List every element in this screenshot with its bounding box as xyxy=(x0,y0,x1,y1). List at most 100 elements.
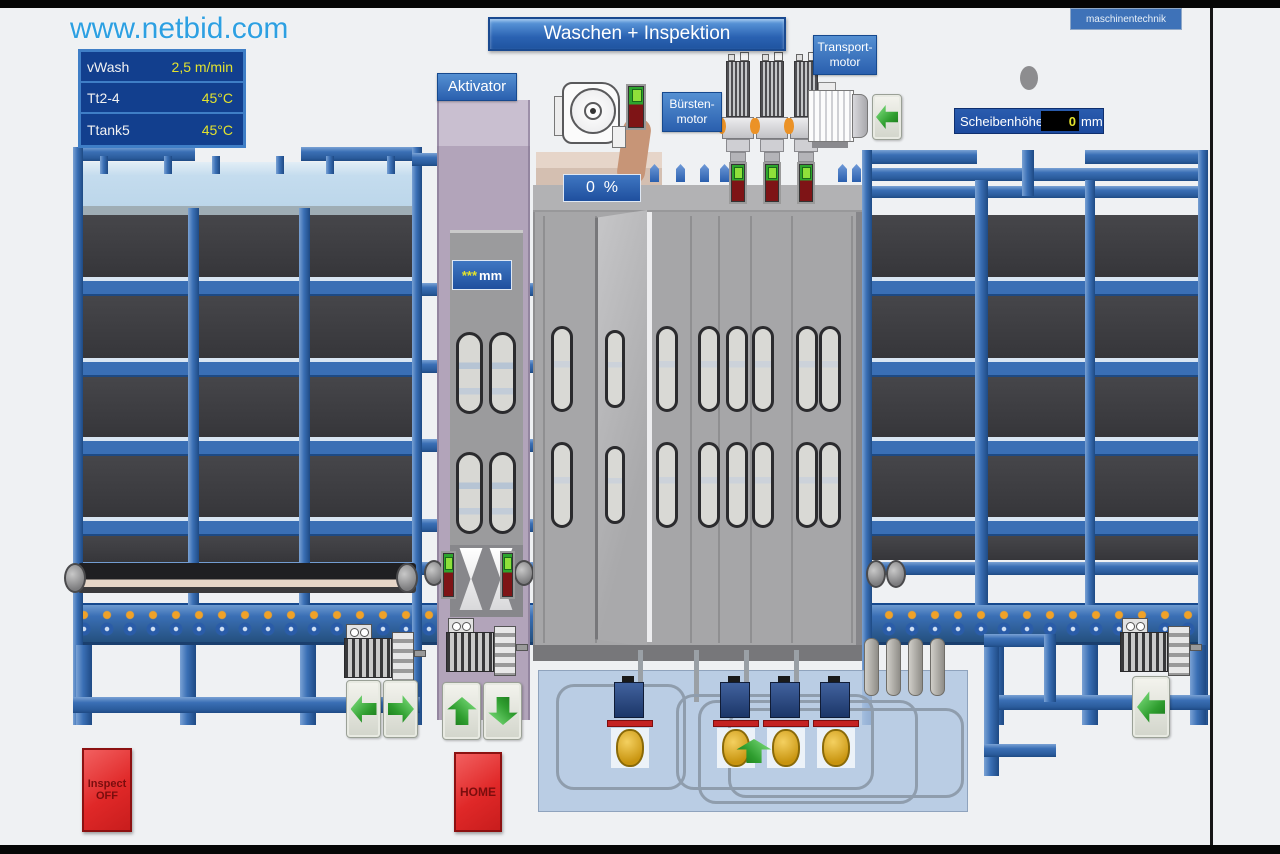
pump-cap xyxy=(778,676,790,683)
rack-top-beam xyxy=(78,147,195,161)
glass-panel-row xyxy=(83,536,412,562)
button-line: HOME xyxy=(460,785,496,799)
scheibenhoehe-value-box[interactable]: 0 xyxy=(1041,111,1079,131)
rack-stub xyxy=(100,156,108,174)
inspection-window xyxy=(796,442,818,528)
pump-cap xyxy=(622,676,634,683)
pump-mount xyxy=(813,720,859,727)
label-line: motor xyxy=(829,55,861,69)
door-gap xyxy=(647,212,652,642)
motor-body xyxy=(446,632,494,672)
arrow-up-icon xyxy=(446,697,478,725)
support-frame xyxy=(984,634,999,776)
transport-motor-icon xyxy=(808,82,870,148)
inspection-window xyxy=(726,326,748,412)
inspection-window xyxy=(726,442,748,528)
panel-seam xyxy=(791,216,793,643)
glass-panel-row xyxy=(83,215,412,277)
outlet-tube xyxy=(908,638,923,696)
vendor-badge-text: maschinentechnik xyxy=(1085,13,1167,25)
glass-panel-row xyxy=(83,456,412,517)
arrow-left-icon xyxy=(350,695,377,723)
glass-panel-row xyxy=(83,377,412,437)
pump-icon xyxy=(606,676,654,768)
activator-up-button[interactable] xyxy=(442,682,481,740)
inspect-off-button[interactable]: Inspect OFF xyxy=(82,748,132,832)
activator-label: Aktivator xyxy=(437,73,517,101)
rack-leg xyxy=(300,645,316,725)
motor-end-cap xyxy=(852,94,868,138)
rack-leg xyxy=(76,645,92,725)
motor-shaft xyxy=(1190,644,1202,651)
motor-gearbox xyxy=(494,626,516,676)
rack-leg xyxy=(1082,645,1098,725)
motor-stem xyxy=(798,152,814,162)
activator-down-button[interactable] xyxy=(483,682,522,740)
screen-edge-line xyxy=(1210,8,1213,845)
gap-rail xyxy=(412,153,437,166)
brush-motor-icon xyxy=(718,52,758,204)
outlet-tube xyxy=(886,638,901,696)
motor-cap xyxy=(774,52,783,61)
guide-roller xyxy=(514,560,534,586)
rack-shelf-beam xyxy=(83,277,412,296)
blower-outlet xyxy=(612,126,626,148)
spray-valve-icon xyxy=(852,164,861,182)
rack-top-beam xyxy=(1085,150,1208,164)
rack-shelf-beam xyxy=(872,358,1198,377)
panel-seam xyxy=(718,216,720,643)
rack-stub xyxy=(212,156,220,174)
pump-mount xyxy=(763,720,809,727)
home-button[interactable]: HOME xyxy=(454,752,502,832)
motor-terminal-box xyxy=(448,618,474,633)
jog-right-button[interactable] xyxy=(383,680,418,738)
motor-cap xyxy=(740,52,749,61)
rack-rail xyxy=(862,168,1208,181)
motor-cap xyxy=(796,54,803,61)
button-line: Inspect xyxy=(87,778,127,790)
rack-post xyxy=(862,150,872,725)
motor-collar xyxy=(726,139,750,152)
drain-tube xyxy=(694,650,699,702)
bearing-icon xyxy=(752,118,760,134)
status-lamp xyxy=(763,162,781,204)
rack-shelf-beam xyxy=(872,437,1198,456)
pump-cap xyxy=(728,676,740,683)
panel-seam xyxy=(543,216,545,643)
inspection-window xyxy=(605,330,625,408)
inspection-window xyxy=(551,326,573,412)
inspection-window xyxy=(551,442,573,528)
pump-housing xyxy=(616,729,644,767)
motor-gearbox xyxy=(392,632,414,682)
inspection-window xyxy=(752,442,774,528)
rack-post xyxy=(412,147,422,725)
blower-icon xyxy=(554,80,628,152)
blower-speed-value: 0 % xyxy=(585,179,618,196)
transport-jog-button[interactable] xyxy=(872,94,902,140)
page-title: Waschen + Inspektion xyxy=(488,17,786,51)
param-label: Ttank5 xyxy=(87,121,130,138)
activator-gap-display[interactable]: *** mm xyxy=(452,260,512,290)
outlet-tube xyxy=(930,638,945,696)
inspection-window xyxy=(796,326,818,412)
panel-seam xyxy=(750,216,752,643)
rack-shelf-beam xyxy=(872,517,1198,536)
param-value: 2,5 m/min xyxy=(171,58,233,75)
glass-panel-row xyxy=(872,456,1198,517)
scheibenhoehe-unit: mm xyxy=(1081,113,1103,129)
drain-tube xyxy=(794,650,799,702)
rack-bottom-beam xyxy=(73,697,420,713)
param-label: vWash xyxy=(87,58,130,75)
rack-mullion xyxy=(299,208,310,605)
motor-body xyxy=(344,638,392,678)
pump-icon xyxy=(812,676,860,768)
motor-body xyxy=(1120,632,1168,672)
outlet-tube xyxy=(864,638,879,696)
arrow-left-icon xyxy=(1137,691,1165,723)
jog-left-button[interactable] xyxy=(346,680,381,738)
jog-left-button[interactable] xyxy=(1132,676,1170,738)
gap-unit: mm xyxy=(479,267,503,283)
motor-cap xyxy=(762,54,769,61)
status-lamp xyxy=(500,551,515,599)
hourglass-valve-icon xyxy=(459,548,483,610)
